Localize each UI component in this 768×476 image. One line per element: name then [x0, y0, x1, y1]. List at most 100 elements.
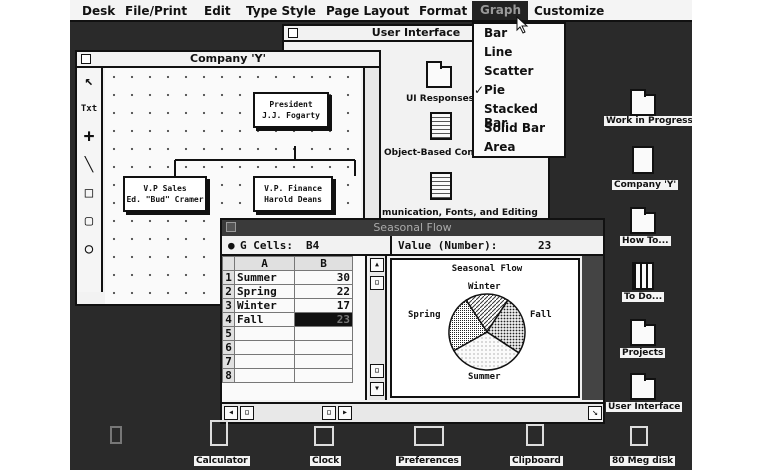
- scroll-right-icon[interactable]: ▸: [338, 406, 352, 420]
- value-field[interactable]: 23: [538, 239, 552, 252]
- arrow-tool-icon[interactable]: ↖: [84, 73, 94, 89]
- folder-icon[interactable]: [630, 207, 656, 234]
- document-icon[interactable]: [430, 172, 452, 200]
- row-header[interactable]: 5: [222, 326, 235, 341]
- menu-item-bar[interactable]: Bar: [484, 26, 508, 40]
- horizontal-scrollbar[interactable]: ◂ ▫ ▫ ▸ ↘: [222, 402, 603, 422]
- page-icon[interactable]: ▫: [370, 276, 384, 290]
- dock-clock[interactable]: Clock: [310, 456, 342, 466]
- cell[interactable]: [294, 354, 353, 369]
- line-tool-icon[interactable]: ╲: [84, 157, 94, 173]
- window-title-bar[interactable]: Company 'Y': [77, 52, 379, 68]
- trash-icon[interactable]: [110, 426, 122, 444]
- menu-item-pie[interactable]: ✓Pie: [474, 83, 505, 97]
- scroll-down-icon[interactable]: ▾: [370, 382, 384, 396]
- clipboard-icon[interactable]: [526, 424, 544, 446]
- folder-icon[interactable]: [630, 373, 656, 400]
- list-icon[interactable]: [632, 262, 654, 290]
- cell[interactable]: Fall: [234, 312, 295, 327]
- menu-desk[interactable]: Desk: [82, 4, 116, 18]
- row-header[interactable]: 8: [222, 368, 235, 383]
- menu-file-print[interactable]: File/Print: [125, 4, 188, 18]
- document-icon[interactable]: [632, 146, 654, 174]
- chart-scrollbar[interactable]: [582, 256, 603, 400]
- pie-chart-pane[interactable]: Seasonal Flow Winter Fall Summer Spring: [390, 258, 580, 398]
- cell[interactable]: 30: [294, 270, 353, 285]
- org-box-vp-sales[interactable]: V.P Sales Ed. "Bud" Cramer: [123, 176, 207, 212]
- menu-item-area[interactable]: Area: [484, 140, 516, 154]
- resize-box-icon[interactable]: ↘: [588, 406, 602, 420]
- page-icon[interactable]: ▫: [322, 406, 336, 420]
- oval-tool-icon[interactable]: ○: [84, 241, 94, 257]
- window-title-bar[interactable]: Seasonal Flow: [222, 220, 603, 236]
- row-header[interactable]: 6: [222, 340, 235, 355]
- disk-icon[interactable]: [630, 426, 648, 446]
- document-icon[interactable]: [430, 112, 452, 140]
- menu-item-solid-bar[interactable]: Solid Bar: [484, 121, 546, 135]
- selected-cell[interactable]: 23: [294, 312, 353, 327]
- dock-preferences[interactable]: Preferences: [396, 456, 461, 466]
- desktop-icon-user-interface[interactable]: User Interface: [606, 402, 683, 412]
- cell[interactable]: [234, 354, 295, 369]
- column-header-b[interactable]: B: [294, 256, 353, 271]
- menu-type-style[interactable]: Type Style: [246, 4, 316, 18]
- rectangle-tool-icon[interactable]: □: [84, 185, 94, 201]
- cell[interactable]: [294, 326, 353, 341]
- folder-icon[interactable]: [630, 89, 656, 116]
- row-header[interactable]: 1: [222, 270, 235, 285]
- cell[interactable]: Winter: [234, 298, 295, 313]
- sheet-scroll-strip[interactable]: ▴ ▫ ▫ ▾: [369, 256, 387, 400]
- cell[interactable]: 22: [294, 284, 353, 299]
- page-icon[interactable]: ▫: [370, 364, 384, 378]
- seasonal-flow-window[interactable]: Seasonal Flow ● G Cells: B4 Value (Numbe…: [220, 218, 605, 424]
- column-header-a[interactable]: A: [234, 256, 295, 271]
- menu-item-stacked-bar[interactable]: Stacked Bar: [484, 102, 538, 130]
- menu-item-scatter[interactable]: Scatter: [484, 64, 534, 78]
- cell[interactable]: [234, 368, 295, 383]
- communication-label[interactable]: munication, Fonts, and Editing: [380, 208, 540, 218]
- crosshair-tool-icon[interactable]: +: [83, 126, 95, 147]
- menu-customize[interactable]: Customize: [534, 4, 605, 18]
- org-box-vp-finance[interactable]: V.P. Finance Harold Deans: [253, 176, 333, 212]
- close-box[interactable]: [81, 54, 91, 64]
- desktop-icon-company-y[interactable]: Company 'Y': [612, 180, 679, 190]
- menu-page-layout[interactable]: Page Layout: [326, 4, 410, 18]
- rounded-rect-tool-icon[interactable]: ▢: [84, 213, 94, 229]
- dock-80-meg-disk[interactable]: 80 Meg disk: [610, 456, 676, 466]
- preferences-icon[interactable]: [414, 426, 444, 446]
- menu-edit[interactable]: Edit: [204, 4, 231, 18]
- cell[interactable]: 17: [294, 298, 353, 313]
- menu-item-line[interactable]: Line: [484, 45, 513, 59]
- row-header[interactable]: 3: [222, 298, 235, 313]
- calculator-icon[interactable]: [210, 420, 228, 446]
- desktop-icon-to-do[interactable]: To Do...: [622, 292, 665, 302]
- object-based-label[interactable]: Object-Based Conc: [382, 148, 482, 158]
- desktop-icon-work-in-progress[interactable]: Work in Progress: [604, 116, 692, 126]
- desktop-icon-projects[interactable]: Projects: [620, 348, 666, 358]
- page-icon[interactable]: ▫: [240, 406, 254, 420]
- cell[interactable]: [234, 326, 295, 341]
- cell[interactable]: [294, 368, 353, 383]
- close-box[interactable]: [226, 222, 236, 232]
- cell[interactable]: [294, 340, 353, 355]
- ui-responses-label[interactable]: UI Responses: [404, 94, 477, 104]
- text-tool[interactable]: Txt: [80, 104, 98, 114]
- folder-icon[interactable]: [426, 61, 452, 88]
- cell[interactable]: Spring: [234, 284, 295, 299]
- dock-calculator[interactable]: Calculator: [194, 456, 250, 466]
- close-box[interactable]: [288, 28, 298, 38]
- dock-clipboard[interactable]: Clipboard: [510, 456, 563, 466]
- menu-graph[interactable]: Graph: [472, 1, 528, 20]
- row-header[interactable]: 4: [222, 312, 235, 327]
- org-box-president[interactable]: President J.J. Fogarty: [253, 92, 329, 128]
- row-header[interactable]: 2: [222, 284, 235, 299]
- menu-format[interactable]: Format: [419, 4, 468, 18]
- desktop-icon-how-to[interactable]: How To...: [620, 236, 671, 246]
- folder-icon[interactable]: [630, 319, 656, 346]
- scroll-left-icon[interactable]: ◂: [224, 406, 238, 420]
- clock-icon[interactable]: [314, 426, 334, 446]
- scroll-up-icon[interactable]: ▴: [370, 258, 384, 272]
- cell[interactable]: [234, 340, 295, 355]
- row-header[interactable]: 7: [222, 354, 235, 369]
